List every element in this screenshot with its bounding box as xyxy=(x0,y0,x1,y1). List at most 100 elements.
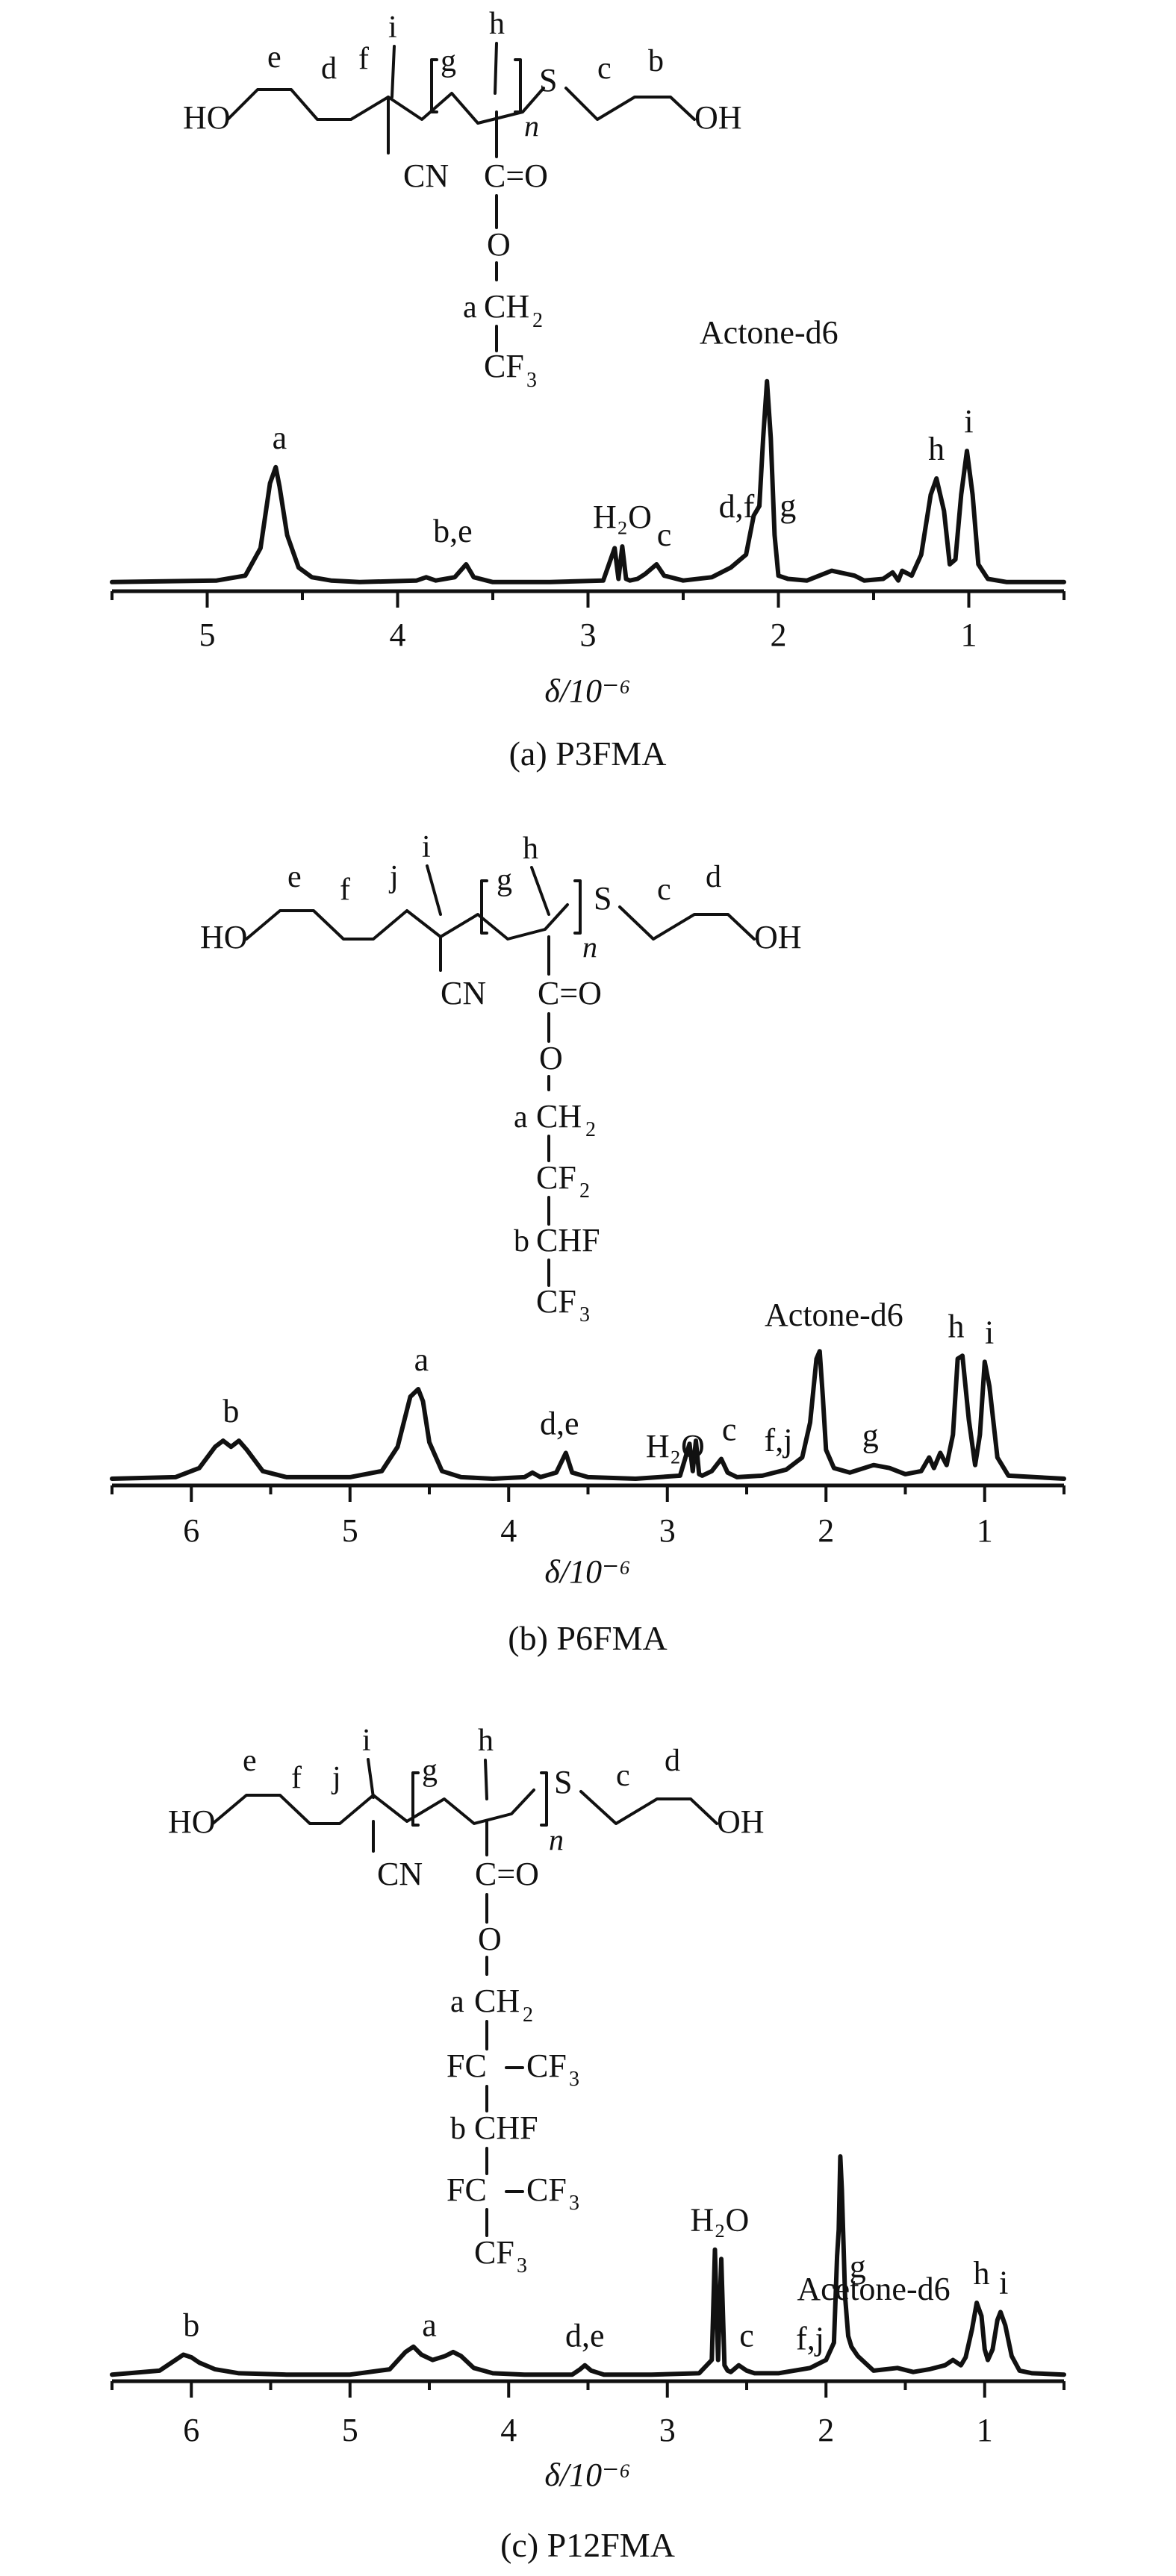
peak-label: a xyxy=(273,420,287,456)
x-tick-label: 3 xyxy=(580,617,597,653)
struct-letter-f: f xyxy=(340,873,350,907)
struct-letter-d: d xyxy=(665,1744,680,1778)
struct-s: S xyxy=(554,1764,572,1800)
struct-bond xyxy=(494,42,498,95)
x-tick-label: 5 xyxy=(199,617,216,653)
struct-ho: HO xyxy=(168,1803,216,1840)
struct-sub: 2 xyxy=(523,2003,533,2027)
struct-cf3-side: CF xyxy=(526,2048,567,2084)
struct-ho: HO xyxy=(183,99,231,136)
x-tick-label: 1 xyxy=(977,2412,993,2448)
struct-sub: 2 xyxy=(579,1179,590,1203)
struct-letter-h: h xyxy=(478,1724,494,1758)
struct-ch: CH xyxy=(536,1098,582,1135)
peak-label: h xyxy=(928,431,945,467)
struct-o: O xyxy=(478,1921,502,1957)
x-tick-label: 3 xyxy=(659,2412,676,2448)
peak-label: c xyxy=(657,517,672,553)
x-tick-label: 4 xyxy=(500,2412,517,2448)
peak-label: d,e xyxy=(565,2318,605,2354)
struct-letter-a: a xyxy=(463,290,477,325)
struct-letter-b: b xyxy=(648,44,664,78)
spectrum-line xyxy=(110,2154,1066,2377)
struct-oh: OH xyxy=(754,919,802,955)
x-tick-label: 3 xyxy=(659,1512,676,1549)
struct-bracket-left xyxy=(480,879,488,935)
struct-cn: CN xyxy=(377,1856,423,1892)
struct-sub: 3 xyxy=(569,2068,579,2091)
x-tick-label: 4 xyxy=(390,617,406,653)
struct-co: C=O xyxy=(538,975,602,1011)
struct-ch: CH xyxy=(474,1983,520,2019)
struct-chf: CHF xyxy=(474,2109,538,2146)
peak-label: H₂O xyxy=(646,1428,705,1465)
struct-s: S xyxy=(539,62,557,99)
peak-label: H₂O xyxy=(593,499,652,535)
peak-label: g xyxy=(780,487,796,524)
struct-sub: 3 xyxy=(526,369,537,392)
struct-n: n xyxy=(582,930,597,964)
struct-letter-i: i xyxy=(422,830,431,864)
struct-letter-i: i xyxy=(362,1724,371,1758)
peak-label: h xyxy=(974,2255,990,2292)
struct-cf3-side2: CF xyxy=(526,2171,567,2208)
x-tick-label: 4 xyxy=(500,1512,517,1549)
peak-label: d,e xyxy=(540,1405,579,1441)
peak-label: c xyxy=(722,1412,737,1448)
peak-label: b xyxy=(223,1393,239,1429)
peak-label: g xyxy=(850,2248,866,2285)
struct-s: S xyxy=(594,880,612,917)
struct-co: C=O xyxy=(484,158,548,194)
struct-n: n xyxy=(524,109,539,143)
struct-tail xyxy=(618,905,756,941)
struct-cn: CN xyxy=(403,158,449,194)
struct-letter-g: g xyxy=(422,1753,438,1788)
struct-oh: OH xyxy=(694,99,742,136)
peak-label: c xyxy=(739,2318,754,2354)
x-tick-label: 2 xyxy=(818,2412,834,2448)
peak-label: i xyxy=(985,1314,994,1350)
struct-bracket-left xyxy=(411,1771,420,1827)
struct-bond xyxy=(426,864,442,916)
peak-label: i xyxy=(999,2264,1008,2301)
struct-letter-e: e xyxy=(287,860,302,894)
struct-cf3: CF xyxy=(536,1283,576,1320)
struct-chf: CHF xyxy=(536,1222,600,1259)
struct-sub: 3 xyxy=(579,1303,590,1326)
struct-letter-f: f xyxy=(358,42,369,76)
struct-letter-e: e xyxy=(243,1744,257,1778)
struct-letter-i: i xyxy=(388,10,397,45)
x-tick-label: 6 xyxy=(183,2412,199,2448)
struct-bond xyxy=(484,1759,488,1800)
struct-letter-c: c xyxy=(616,1759,630,1793)
caption-a: (a) P3FMA xyxy=(509,735,667,773)
peak-label: H₂O xyxy=(690,2202,749,2239)
struct-letter-f: f xyxy=(291,1761,302,1795)
x-tick-label: 5 xyxy=(342,1512,358,1549)
panel-c: HO e f j i CN g h n S c d OH C=O O a xyxy=(110,1724,1066,2564)
x-axis-title-b: δ/10⁻⁶ xyxy=(544,1553,630,1590)
caption-c: (c) P12FMA xyxy=(500,2526,675,2564)
peak-label: g xyxy=(862,1418,879,1454)
peak-label: h xyxy=(948,1308,965,1344)
struct-tail xyxy=(579,1790,718,1825)
peak-label: Actone-d6 xyxy=(700,314,839,351)
struct-oh: OH xyxy=(717,1803,765,1840)
peak-label: Actone-d6 xyxy=(765,1297,903,1333)
peak-label: a xyxy=(422,2307,437,2343)
struct-cf3-end: CF xyxy=(474,2234,514,2271)
struct-sub: 3 xyxy=(517,2254,527,2277)
struct-sub: 3 xyxy=(569,2192,579,2215)
peak-label: d,f xyxy=(719,488,755,525)
spectrum-line xyxy=(110,1349,1066,1481)
peak-label: b xyxy=(183,2307,199,2343)
struct-cn: CN xyxy=(441,975,486,1011)
x-tick-label: 6 xyxy=(183,1512,199,1549)
peak-label: i xyxy=(964,403,973,440)
struct-bracket-right xyxy=(514,58,522,113)
peak-label: Acetone-d6 xyxy=(797,2271,950,2307)
struct-sub: 2 xyxy=(532,309,543,332)
structure-a: HO e d f i CN g h n S c b OH C=O O a xyxy=(183,7,742,392)
